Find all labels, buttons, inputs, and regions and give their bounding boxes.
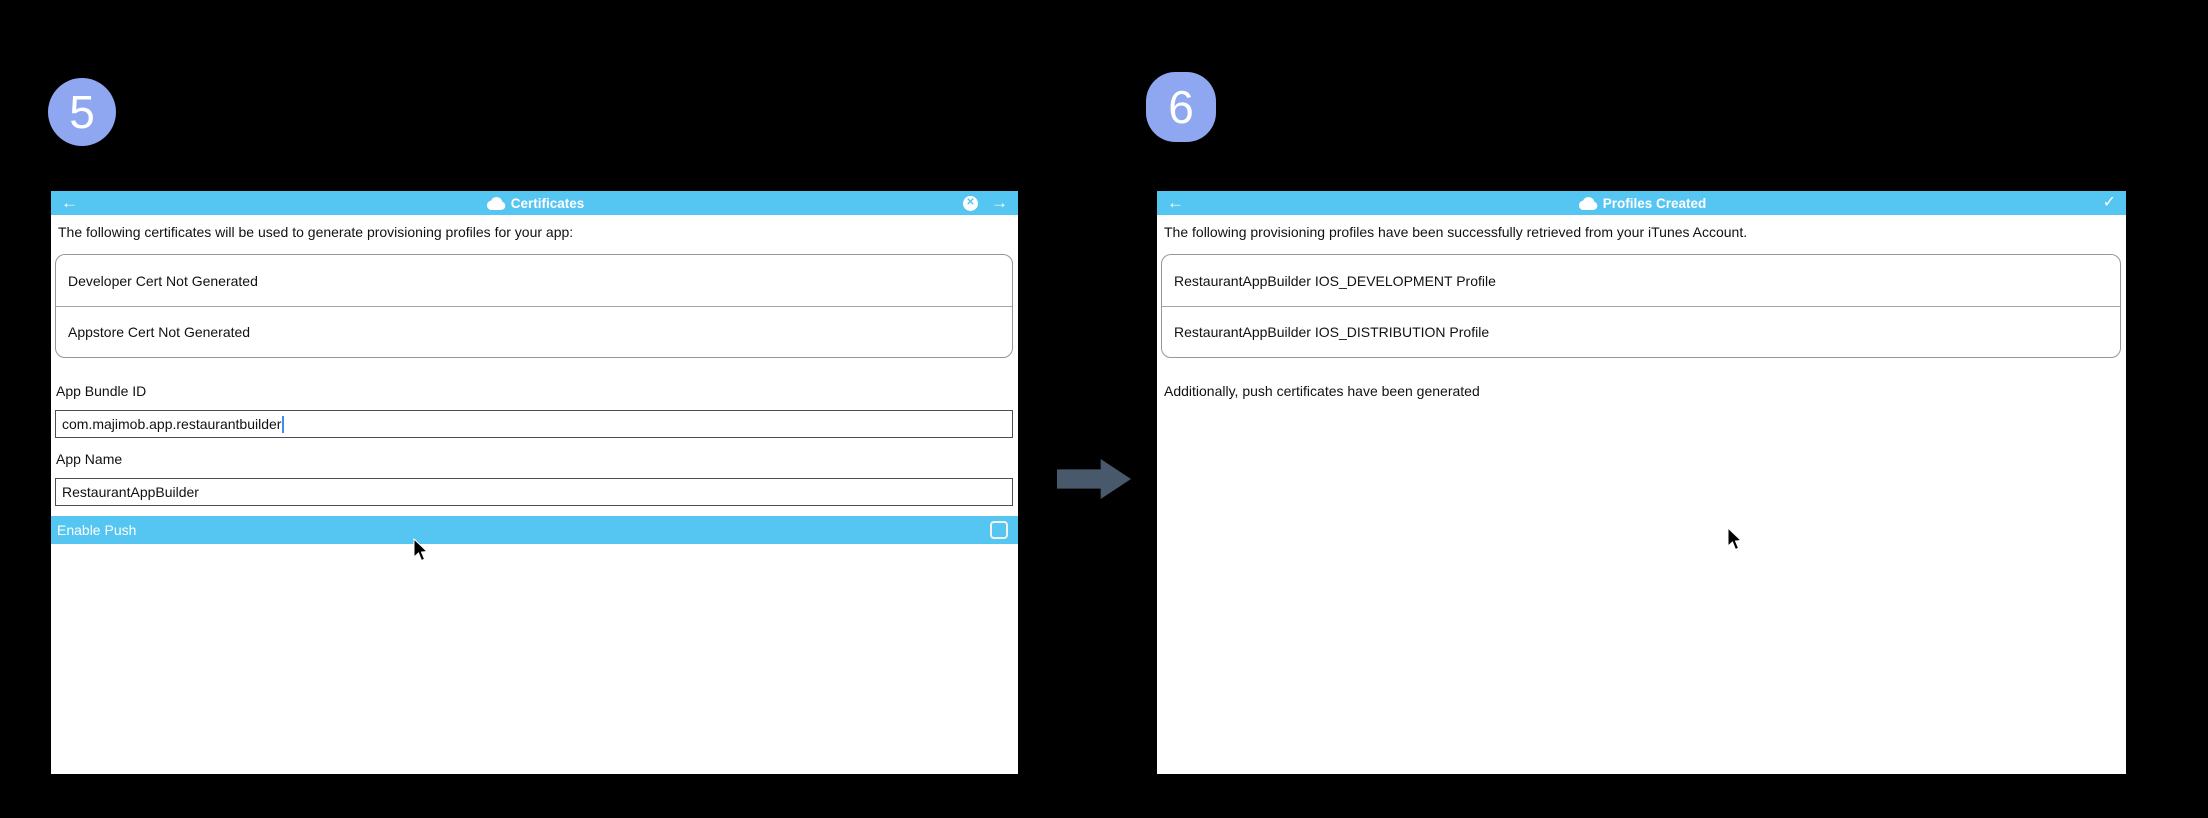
certificates-window: ← Certificates ✕ → The following certifi… (51, 191, 1018, 774)
step-6-number: 6 (1168, 81, 1194, 133)
certificates-titlebar: ← Certificates ✕ → (51, 191, 1018, 215)
profiles-created-window: ← Profiles Created ✓ The following provi… (1157, 191, 2126, 774)
step-5-number: 5 (69, 86, 95, 138)
forward-arrow-icon[interactable]: → (991, 193, 1008, 212)
certificates-title-group: Certificates (51, 191, 1018, 215)
step-5-badge: 5 (48, 78, 116, 146)
list-item[interactable]: RestaurantAppBuilder IOS_DEVELOPMENT Pro… (1174, 272, 1496, 289)
next-step-arrow (1057, 459, 1131, 499)
app-bundle-id-field[interactable]: com.majimob.app.restaurantbuilder (55, 410, 1013, 438)
list-item[interactable]: RestaurantAppBuilder IOS_DISTRIBUTION Pr… (1162, 306, 2120, 357)
confirm-check-icon[interactable]: ✓ (2102, 194, 2116, 211)
mouse-cursor (1727, 527, 1743, 551)
profiles-titlebar: ← Profiles Created ✓ (1157, 191, 2126, 215)
titlebar-right-icons: ✓ (2103, 191, 2116, 215)
back-arrow-icon[interactable]: ← (1167, 193, 1184, 212)
back-arrow-icon[interactable]: ← (61, 193, 78, 212)
enable-push-label: Enable Push (57, 522, 137, 538)
push-certificates-note: Additionally, push certificates have bee… (1164, 383, 1480, 399)
list-item[interactable]: Developer Cert Not Generated (68, 272, 258, 289)
titlebar-right-icons: ✕ → (963, 191, 1008, 215)
certificates-list: Developer Cert Not Generated Appstore Ce… (55, 254, 1013, 358)
window-title: Certificates (510, 195, 585, 211)
cloud-icon (486, 196, 506, 210)
enable-push-row[interactable]: Enable Push (51, 516, 1018, 544)
cloud-icon (1578, 196, 1598, 210)
mouse-cursor (413, 538, 429, 562)
window-title: Profiles Created (1602, 195, 1707, 211)
close-icon[interactable]: ✕ (963, 195, 978, 211)
app-name-value: RestaurantAppBuilder (62, 484, 199, 500)
text-caret (282, 415, 285, 433)
profiles-title-group: Profiles Created (1157, 191, 2126, 215)
profiles-intro-text: The following provisioning profiles have… (1164, 224, 1748, 240)
app-name-label: App Name (56, 451, 123, 467)
app-bundle-id-value: com.majimob.app.restaurantbuilder (62, 416, 282, 432)
enable-push-checkbox[interactable] (990, 521, 1008, 539)
app-bundle-id-label: App Bundle ID (56, 383, 147, 399)
certificates-intro-text: The following certificates will be used … (58, 224, 574, 240)
step-6-badge: 6 (1146, 72, 1216, 142)
list-item[interactable]: Appstore Cert Not Generated (56, 306, 1012, 357)
app-name-field[interactable]: RestaurantAppBuilder (55, 478, 1013, 506)
profiles-list: RestaurantAppBuilder IOS_DEVELOPMENT Pro… (1161, 254, 2121, 358)
